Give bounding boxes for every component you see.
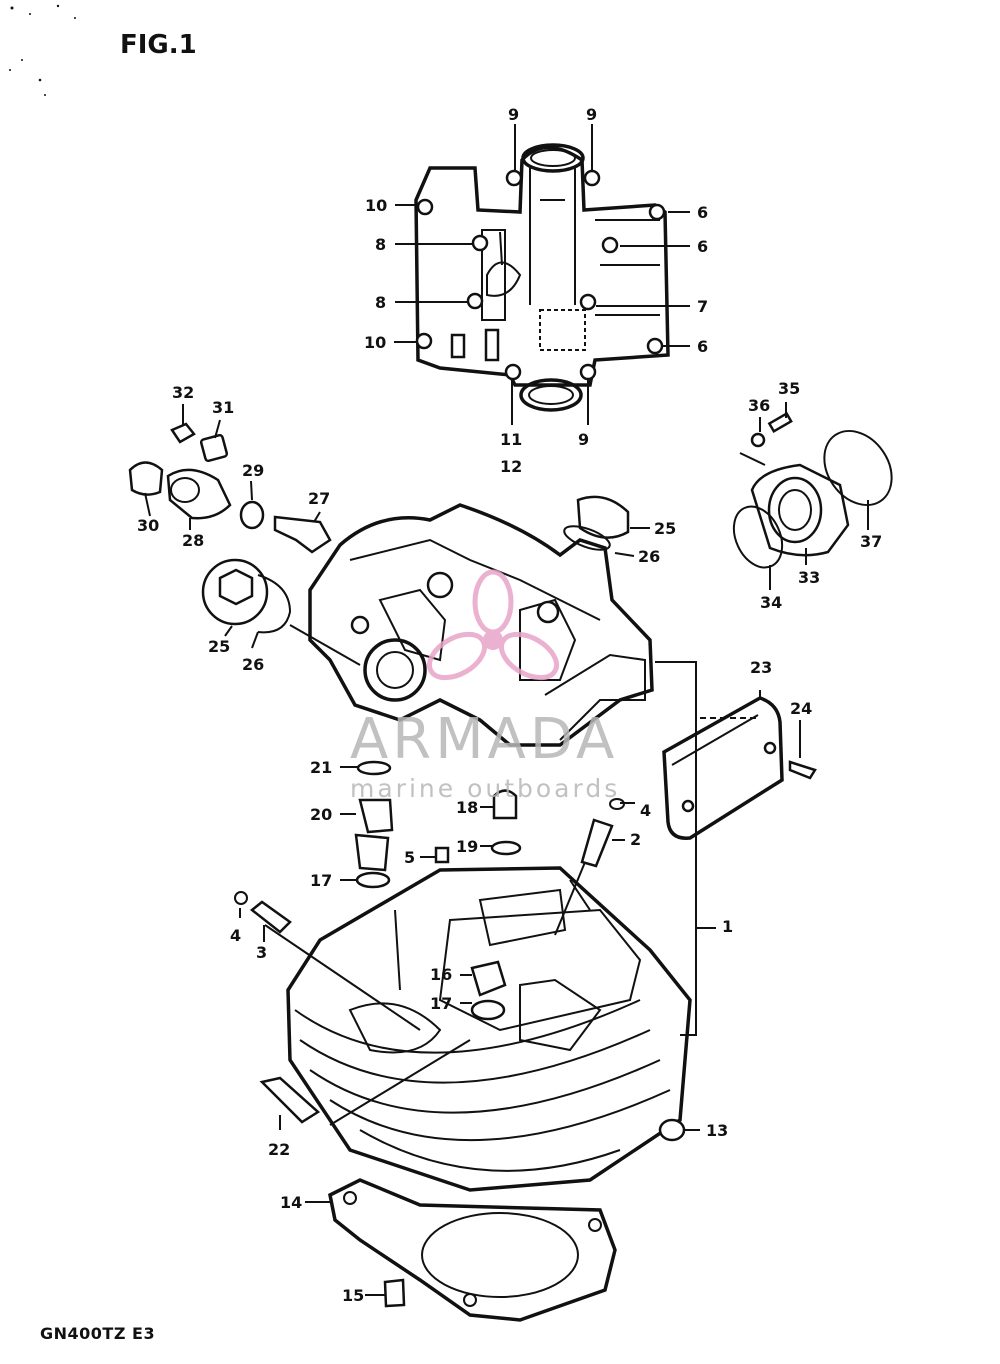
part-label: 4 (230, 926, 241, 945)
watermark-tagline: marine outboards (350, 774, 620, 803)
part-label: 22 (268, 1140, 290, 1159)
part-label: 3 (256, 943, 267, 962)
part-label: 31 (212, 398, 234, 417)
cylinder-head (264, 849, 692, 1192)
part-label: 16 (430, 965, 452, 984)
watermark-brand: ARMADA (350, 707, 618, 772)
part-label: 36 (748, 396, 770, 415)
part-label: 19 (456, 837, 478, 856)
part-label: 7 (697, 297, 708, 316)
part-label: 6 (697, 237, 708, 256)
part-label: 8 (375, 293, 386, 312)
part-label: 12 (500, 457, 522, 476)
intake-pipe-assembly (732, 411, 893, 569)
part-label: 11 (500, 430, 522, 449)
part-label: 25 (654, 519, 676, 538)
part-label: 35 (778, 379, 800, 398)
part-label: 34 (760, 593, 782, 612)
part-label: 13 (706, 1121, 728, 1140)
part-label: 29 (242, 461, 264, 480)
part-label: 20 (310, 805, 332, 824)
head-gasket (328, 1178, 617, 1322)
part-label: 10 (365, 196, 387, 215)
part-label: 4 (640, 801, 651, 820)
part-label: 9 (508, 105, 519, 124)
part-label: 33 (798, 568, 820, 587)
part-label: 15 (342, 1286, 364, 1305)
part-label: 14 (280, 1193, 302, 1212)
part-label: 26 (242, 655, 264, 674)
part-label: 8 (375, 235, 386, 254)
part-label: 37 (860, 532, 882, 551)
part-label: 28 (182, 531, 204, 550)
part-label: 24 (790, 699, 812, 718)
camshaft-housing (289, 495, 654, 747)
part-label: 17 (310, 871, 332, 890)
head-cover-top-view (414, 143, 670, 412)
part-label: 6 (697, 337, 708, 356)
figure-title: FIG.1 (120, 30, 197, 60)
head-small-parts (234, 760, 686, 1142)
part-label: 18 (456, 798, 478, 817)
part-label: 1 (722, 917, 733, 936)
part-label: 10 (364, 333, 386, 352)
part-label: 27 (308, 489, 330, 508)
armada-watermark: ARMADA marine outboards (350, 569, 620, 803)
leader-lines (144, 124, 869, 1296)
tappet-cap-assembly (128, 422, 332, 634)
propeller-logo-icon (427, 569, 559, 681)
part-number-labels: 9 9 10 6 8 6 8 7 10 6 11 9 12 32 31 35 3… (137, 105, 882, 1305)
part-label: 21 (310, 758, 332, 777)
part-label: 9 (578, 430, 589, 449)
part-label: 6 (697, 203, 708, 222)
part-label: 17 (430, 994, 452, 1013)
part-label: 26 (638, 547, 660, 566)
part-label: 30 (137, 516, 159, 535)
model-code: GN400TZ E3 (40, 1324, 156, 1343)
part-label: 9 (586, 105, 597, 124)
side-cover-plate (662, 696, 817, 840)
part-label: 23 (750, 658, 772, 677)
scan-noise (9, 4, 76, 96)
part-label: 25 (208, 637, 230, 656)
part-label: 32 (172, 383, 194, 402)
part-label: 5 (404, 848, 415, 867)
part-label: 2 (630, 830, 641, 849)
assembly-bracket (655, 661, 716, 1036)
